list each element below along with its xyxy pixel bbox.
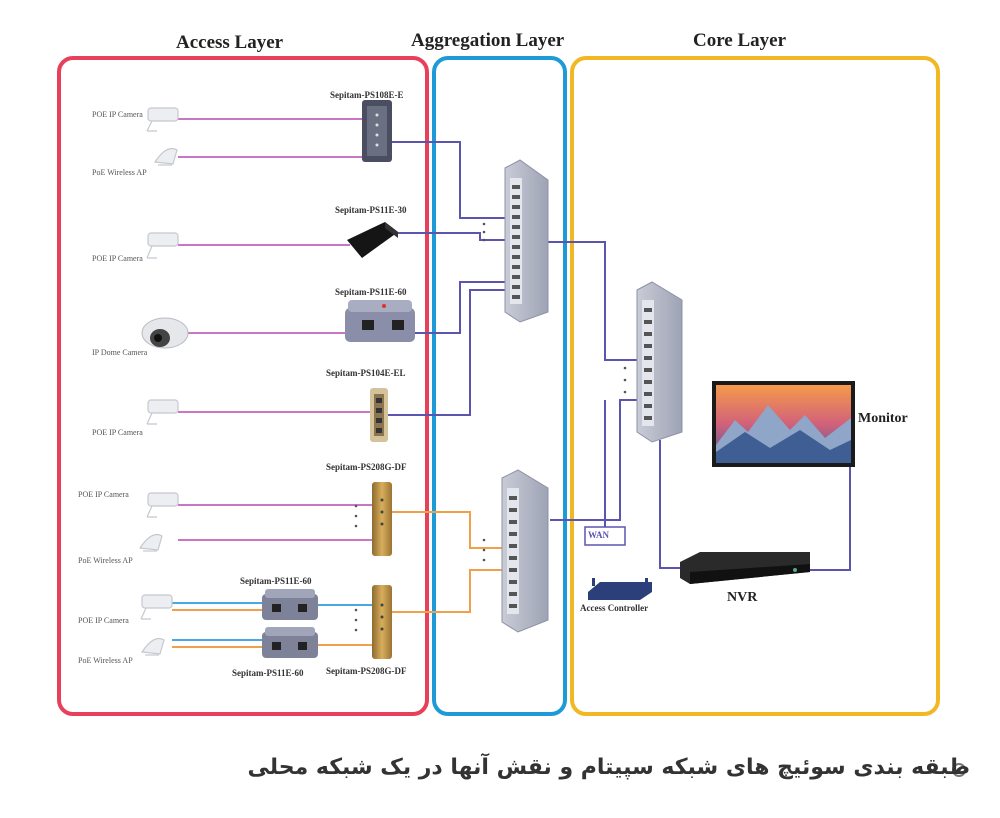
injector-ps11e30 [347, 222, 398, 258]
link-agg1-core [545, 241, 638, 361]
nvr-icon [680, 552, 810, 584]
label-monitor: Monitor [858, 411, 908, 426]
aggregation-switch-1 [504, 159, 549, 323]
aggregation-layer-box [432, 56, 567, 716]
wan-box [584, 526, 626, 546]
uplinks-bottom [392, 511, 502, 613]
label-ap2: PoE Wireless AP [78, 556, 133, 565]
label-ps108e: Sepitam-PS108E-E [330, 90, 404, 100]
uplink-ps11e60 [415, 281, 505, 334]
camera-icon [146, 232, 179, 259]
label-ap1: PoE Wireless AP [92, 168, 147, 177]
switch-ps108e [362, 100, 392, 162]
caption-bullet-icon [952, 763, 966, 777]
label-cam5: POE IP Camera [78, 616, 129, 625]
label-dome: IP Dome Camera [92, 348, 148, 357]
access-layer-title: Access Layer [176, 32, 284, 53]
camera-icon [146, 399, 179, 425]
label-cam2: POE IP Camera [92, 254, 143, 263]
uplink-ps108e [392, 141, 505, 219]
label-ps208g-bottom: Sepitam-PS208G-DF [326, 666, 407, 676]
core-layer-title: Core Layer [693, 30, 787, 51]
endpoint-links [178, 118, 372, 541]
label-cam1: POE IP Camera [92, 110, 143, 119]
dome-camera-icon [141, 317, 189, 349]
link-nvr-monitor [810, 465, 851, 571]
switch-ps104e [370, 388, 388, 442]
camera-icon [146, 492, 179, 518]
camera-icon [146, 107, 179, 132]
label-ps11e60-b1: Sepitam-PS11E-60 [240, 576, 312, 586]
link-agg2-core [550, 399, 638, 521]
core-switch [636, 281, 683, 443]
label-cam3: POE IP Camera [92, 428, 143, 437]
core-links [545, 241, 851, 571]
label-nvr: NVR [727, 590, 758, 605]
core-layer-box [570, 56, 940, 716]
label-ps11e60: Sepitam-PS11E-60 [335, 287, 407, 297]
switch-ps208g-bottom [372, 585, 392, 659]
switch-ps208g-top [372, 482, 392, 556]
label-ps104e: Sepitam-PS104E-EL [326, 368, 406, 378]
camera-icon [140, 594, 173, 620]
wireless-ap-icon [140, 637, 165, 656]
aggregation-switch-2 [501, 469, 549, 633]
figure-caption: طبقه بندی سوئیچ های شبکه سپیتام و نقش آن… [247, 755, 970, 780]
bottom-endpoint-links [172, 602, 372, 648]
wireless-ap-icon [138, 533, 163, 552]
access-layer-box [57, 56, 429, 716]
injector-ps11e60 [345, 300, 415, 342]
wireless-ap-icon [153, 147, 178, 166]
label-ps11e30: Sepitam-PS11E-30 [335, 205, 407, 215]
aggregation-layer-title: Aggregation Layer [411, 30, 565, 51]
label-ap3: PoE Wireless AP [78, 656, 133, 665]
injector-ps11e60-b1 [262, 589, 318, 620]
link-core-nvr [659, 440, 680, 569]
port-dots [354, 504, 358, 528]
label-ps11e60-b2: Sepitam-PS11E-60 [232, 668, 304, 678]
uplink-ps104e [388, 289, 505, 416]
label-ps208g-top: Sepitam-PS208G-DF [326, 462, 407, 472]
endpoint-icons [138, 107, 179, 656]
label-access-controller: Access Controller [580, 603, 649, 613]
label-cam4: POE IP Camera [78, 490, 129, 499]
injector-ps11e60-b2 [262, 627, 318, 658]
access-controller-icon [588, 578, 652, 600]
uplinks-top [388, 141, 505, 416]
label-wan: WAN [588, 530, 610, 540]
monitor-icon [712, 381, 855, 467]
